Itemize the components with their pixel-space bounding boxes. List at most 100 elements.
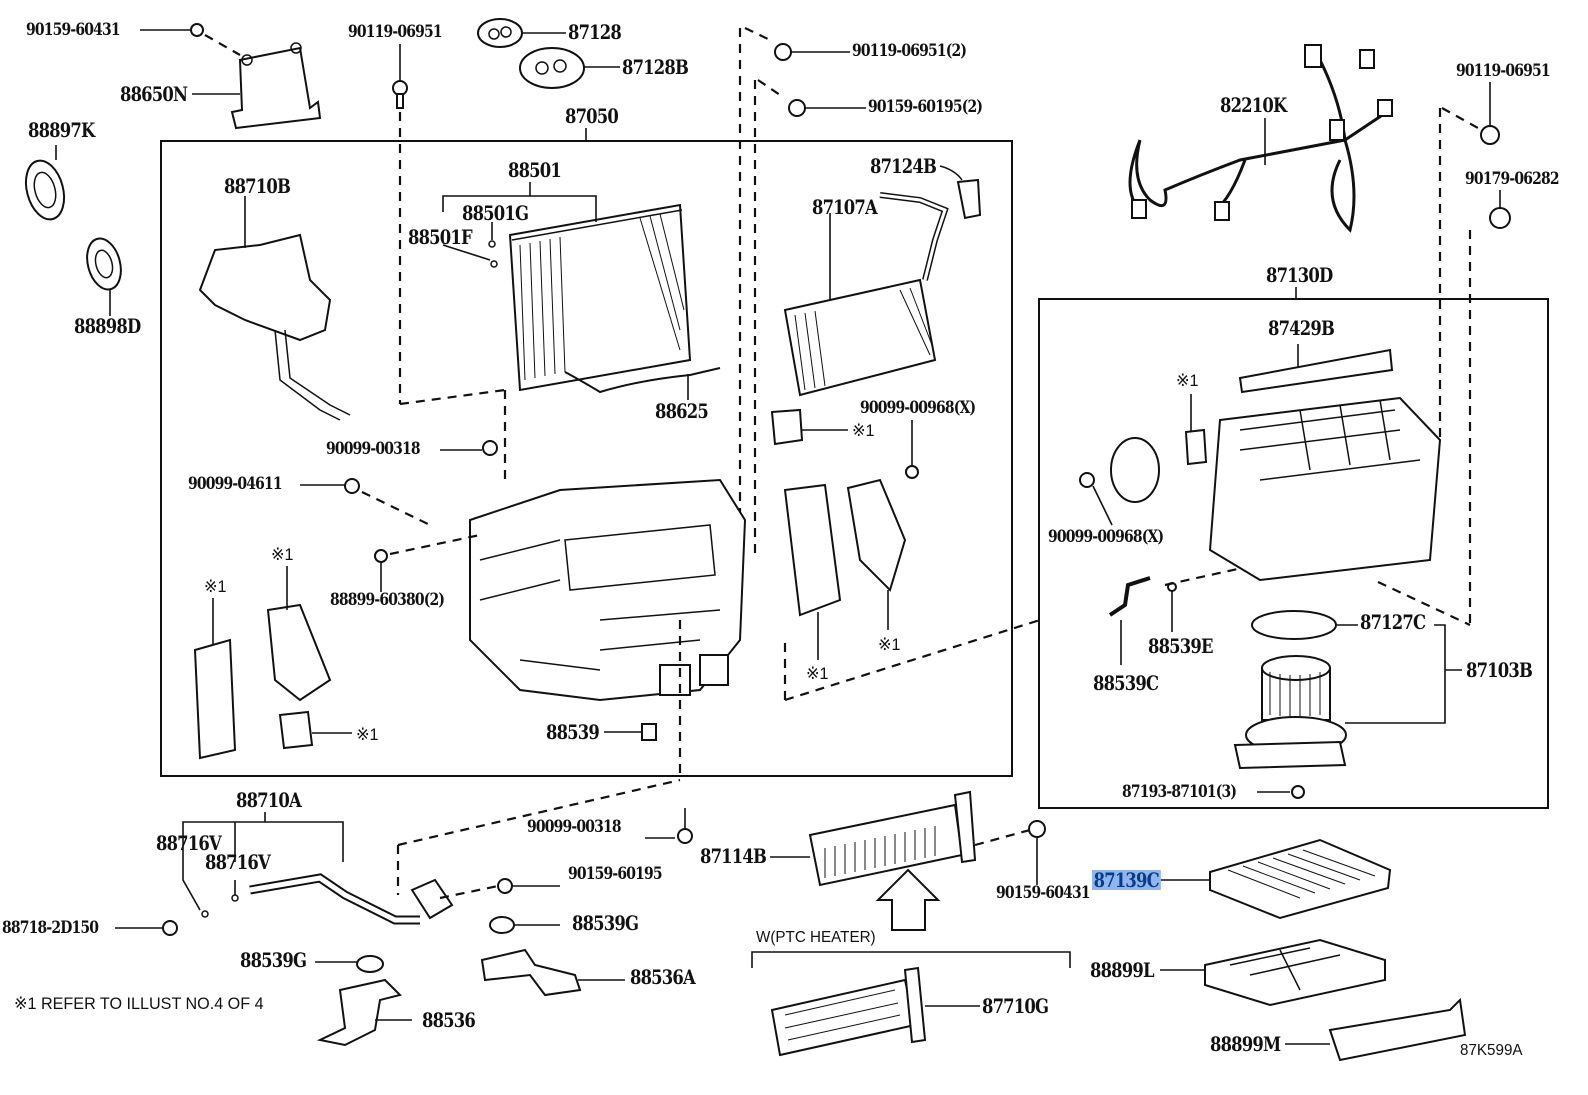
actuator-icon: [278, 710, 314, 750]
part-label-88539E[interactable]: 88539E: [1148, 634, 1213, 658]
nut-88718-icon: [162, 920, 178, 936]
part-label-88501G[interactable]: 88501G: [462, 201, 529, 225]
part-label-90159-60431-lower[interactable]: 90159-60431: [996, 883, 1091, 903]
bracket-88650N-icon: [230, 42, 322, 130]
ptc-heater-subheader: W(PTC HEATER): [756, 929, 876, 946]
part-label-88899-60380-2[interactable]: 88899-60380(2): [330, 590, 445, 610]
motor-cover-icon: [1110, 437, 1160, 503]
illustration-id: 87K599A: [1460, 1042, 1523, 1059]
part-label-88650N[interactable]: 88650N: [120, 82, 188, 106]
grommet-87128B-icon: [519, 47, 585, 89]
part-label-90099-00318-lower[interactable]: 90099-00318: [527, 817, 622, 837]
actuator-icon: [266, 603, 332, 702]
part-label-87130D[interactable]: 87130D: [1266, 263, 1333, 287]
grommet-88539G-icon: [489, 916, 515, 934]
drain-hose-88539C-icon: [1108, 576, 1151, 617]
part-label-87128B[interactable]: 87128B: [622, 55, 689, 79]
part-label-87429B[interactable]: 87429B: [1268, 316, 1335, 340]
gasket-87127C-icon: [1251, 610, 1337, 640]
hvac-case-icon: [469, 478, 747, 702]
part-label-88536[interactable]: 88536: [422, 1008, 476, 1032]
pipe-flange-icon: [410, 878, 454, 920]
part-label-90159-60195-2[interactable]: 90159-60195(2): [868, 97, 983, 117]
actuator-icon: [193, 638, 237, 760]
filter-tray-88899L-icon: [1204, 938, 1386, 1007]
part-label-88897K[interactable]: 88897K: [28, 118, 95, 142]
screw-icon: [774, 43, 792, 61]
actuator-icon: [846, 478, 907, 592]
screw-icon: [497, 878, 513, 894]
part-label-88899M[interactable]: 88899M: [1210, 1032, 1281, 1056]
screw-icon: [374, 549, 388, 563]
bolt-icon: [677, 828, 693, 844]
part-label-90099-00968-x[interactable]: 90099-00968(X): [860, 398, 976, 418]
part-label-88539[interactable]: 88539: [546, 720, 600, 744]
bracket-88536-icon: [316, 978, 402, 1047]
part-label-88710B[interactable]: 88710B: [224, 174, 291, 198]
part-label-87139C-highlighted[interactable]: 87139C: [1092, 868, 1161, 892]
nut-icon: [1489, 207, 1511, 229]
strip-87429B-icon: [1238, 348, 1394, 394]
part-label-88899L[interactable]: 88899L: [1090, 958, 1154, 982]
heater-core-87107A-icon: [783, 192, 949, 397]
screw-icon: [905, 465, 919, 479]
screw-icon: [1079, 472, 1095, 488]
assembly-box-87130D: [1038, 298, 1549, 809]
part-label-82210K[interactable]: 82210K: [1220, 93, 1287, 117]
part-label-90119-06951-2[interactable]: 90119-06951(2): [852, 41, 967, 61]
part-label-88501[interactable]: 88501: [508, 158, 562, 182]
part-label-88501F[interactable]: 88501F: [408, 225, 473, 249]
part-label-87114B[interactable]: 87114B: [700, 844, 767, 868]
part-label-88718-2D150[interactable]: 88718-2D150: [2, 918, 99, 938]
sensor-wire-88625-icon: [564, 367, 721, 394]
part-label-90159-60195[interactable]: 90159-60195: [568, 864, 663, 884]
ref-mark: ※1: [878, 635, 901, 654]
duct-88710B-icon: [198, 233, 351, 421]
part-label-90099-04611[interactable]: 90099-04611: [188, 474, 283, 494]
blower-case-icon: [1208, 396, 1442, 582]
part-label-88716V[interactable]: 88716V: [156, 831, 222, 855]
part-label-90179-06282[interactable]: 90179-06282: [1465, 169, 1560, 189]
screw-icon: [1291, 785, 1305, 799]
part-label-88710A[interactable]: 88710A: [236, 788, 302, 812]
clip-88539-icon: [641, 723, 657, 741]
ref-mark: ※1: [1176, 371, 1199, 390]
part-label-87107A[interactable]: 87107A: [812, 195, 878, 219]
actuator-icon: [1184, 428, 1208, 466]
part-label-87124B[interactable]: 87124B: [870, 154, 937, 178]
screw-icon: [344, 478, 360, 494]
part-label-87193-87101-3[interactable]: 87193-87101(3): [1122, 782, 1237, 802]
part-label-88898D[interactable]: 88898D: [74, 314, 141, 338]
screw-icon: [190, 23, 204, 37]
seal-88898D-icon: [86, 237, 122, 291]
part-label-90119-06951[interactable]: 90119-06951: [348, 22, 443, 42]
part-label-90099-00318[interactable]: 90099-00318: [326, 439, 421, 459]
ref-mark: ※1: [271, 545, 294, 564]
part-label-90159-60431[interactable]: 90159-60431: [26, 20, 121, 40]
grommet-88539G-icon: [356, 955, 384, 973]
blower-motor-87103B-icon: [1233, 655, 1347, 770]
part-label-87103B[interactable]: 87103B: [1466, 658, 1533, 682]
part-label-87127C[interactable]: 87127C: [1360, 610, 1426, 634]
part-label-88539C[interactable]: 88539C: [1093, 671, 1159, 695]
cabin-filter-87139C-icon: [1209, 838, 1392, 920]
part-label-87128[interactable]: 87128: [568, 20, 622, 44]
part-label-88539G-2[interactable]: 88539G: [240, 948, 307, 972]
ref-mark: ※1: [356, 725, 379, 744]
part-label-90119-06951-right[interactable]: 90119-06951: [1456, 61, 1551, 81]
part-label-87710G[interactable]: 87710G: [982, 994, 1049, 1018]
ref-mark: ※1: [806, 664, 829, 683]
clip-87124B-icon: [956, 178, 982, 220]
part-label-88536A[interactable]: 88536A: [630, 965, 696, 989]
part-label-88716V-2[interactable]: 88716V: [205, 850, 271, 874]
part-label-87050[interactable]: 87050: [565, 104, 619, 128]
part-label-88539G[interactable]: 88539G: [572, 911, 639, 935]
bracket-88536A-icon: [480, 948, 582, 997]
seal-88897K-icon: [24, 159, 66, 221]
part-label-88625[interactable]: 88625: [655, 399, 709, 423]
screw-icon: [482, 440, 498, 456]
part-label-90099-00968-x-right[interactable]: 90099-00968(X): [1048, 527, 1164, 547]
filter-cover-88899M-icon: [1328, 997, 1467, 1062]
evaporator-88501-icon: [508, 203, 692, 392]
